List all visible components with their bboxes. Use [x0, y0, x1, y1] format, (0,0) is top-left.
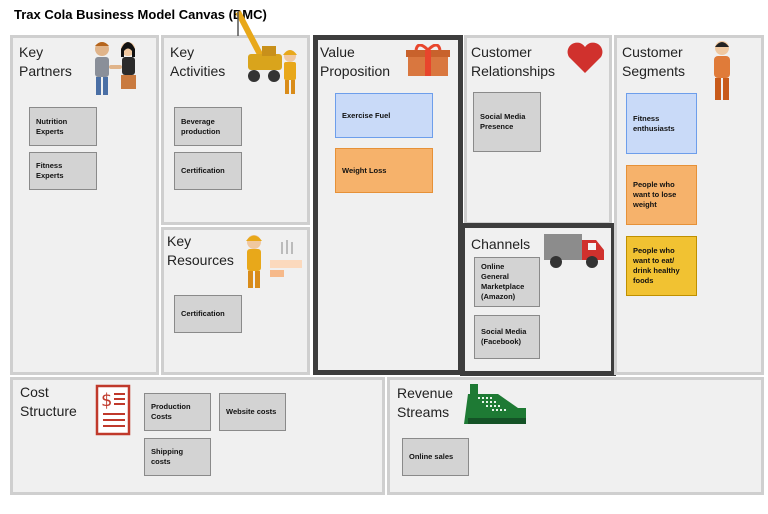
key-resources-title: Key Resources	[167, 233, 234, 268]
note-fitness-experts: Fitness Experts	[29, 152, 97, 190]
note-certification-resource: Certification	[174, 295, 242, 333]
key-partners-title: Key Partners	[19, 44, 72, 79]
heart-icon	[567, 42, 603, 73]
worker-resources-icon	[246, 235, 302, 288]
note-certification-activity: Certification	[174, 152, 242, 190]
customer-relationships-title: Customer Relationships	[471, 44, 556, 79]
invoice-icon: $	[95, 384, 131, 436]
key-activities-title: Key Activities	[170, 44, 226, 79]
note-fitness-enthusiasts: Fitness enthusiasts	[626, 93, 697, 154]
value-proposition-title: Value Proposition	[320, 44, 391, 79]
canvas-title: Trax Cola Business Model Canvas (BMC)	[14, 7, 267, 22]
customer-segments-title: Customer Segments	[622, 44, 686, 79]
truck-icon	[544, 234, 604, 268]
person-icon	[714, 41, 730, 100]
value-proposition-block	[313, 35, 463, 375]
key-partners-block	[10, 35, 159, 375]
note-eat-drink-healthy: People who want to eat/ drink healthy fo…	[626, 236, 697, 296]
note-website-costs: Website costs	[219, 393, 286, 431]
cost-structure-title: Cost Structure	[20, 384, 77, 419]
channels-title: Channels	[471, 236, 531, 252]
note-social-media-presence: Social Media Presence	[473, 92, 541, 152]
note-weight-loss: Weight Loss	[335, 148, 433, 193]
note-online-sales: Online sales	[402, 438, 469, 476]
note-shipping-costs: Shipping costs	[144, 438, 211, 476]
note-production-costs: Production Costs	[144, 393, 211, 431]
crane-worker-icon	[235, 10, 297, 94]
note-online-general-marketplace: Online General Marketplace (Amazon)	[474, 257, 540, 307]
handshake-people-icon	[95, 42, 136, 95]
note-exercise-fuel: Exercise Fuel	[335, 93, 433, 138]
svg-text:$: $	[101, 390, 112, 411]
cash-register-icon	[464, 384, 526, 424]
note-nutrition-experts: Nutrition Experts	[29, 107, 97, 146]
note-social-media-facebook: Social Media (Facebook)	[474, 315, 540, 359]
gift-icon	[406, 44, 450, 76]
note-want-to-lose-weight: People who want to lose weight	[626, 165, 697, 225]
note-beverage-production: Beverage production	[174, 107, 242, 146]
revenue-streams-title: Revenue Streams	[397, 385, 454, 420]
